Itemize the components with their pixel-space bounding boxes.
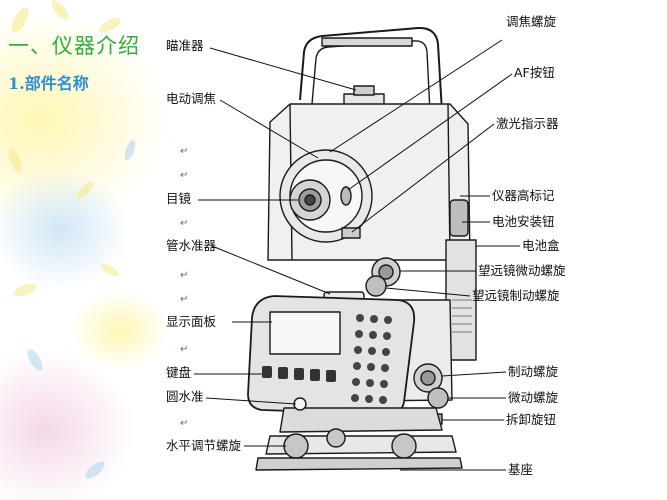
slide-subheading: 1.部件名称 (8, 74, 89, 93)
label-base: 基座 (508, 462, 534, 477)
paragraph-mark-icon: ↵ (180, 270, 189, 281)
label-battery-button: 电池安装钮 (492, 214, 555, 229)
label-telescope-clamp: 望远镜制动螺旋 (472, 288, 560, 303)
label-circular-level: 圆水准 (166, 389, 204, 404)
label-clamp-screw: 制动螺旋 (508, 364, 559, 379)
label-focus-motor: 电动调焦 (166, 91, 217, 106)
label-battery-box: 电池盒 (522, 238, 560, 253)
leveling-screw-right (391, 433, 417, 459)
label-level-screw: 水平调节螺旋 (166, 438, 242, 453)
label-telescope-fine: 望远镜微动螺旋 (478, 263, 566, 278)
label-sight: 瞄准器 (166, 38, 204, 53)
carry-handle (299, 26, 443, 113)
battery-button (449, 199, 469, 237)
paragraph-mark-icon: ↵ (180, 418, 189, 429)
slide-heading: 一、仪器介绍 (8, 34, 140, 58)
display-keyboard-panel (247, 295, 416, 415)
label-fine-screw: 微动螺旋 (508, 390, 559, 405)
label-focus-knob: 调焦螺旋 (506, 14, 557, 29)
af-button (340, 186, 352, 206)
leveling-screw-left (283, 433, 309, 459)
label-eyepiece: 目镜 (166, 191, 192, 206)
tribrach-base (279, 407, 443, 433)
paragraph-mark-icon: ↵ (180, 344, 189, 355)
fine-screw (427, 387, 449, 409)
label-laser-pointer: 激光指示器 (496, 116, 559, 131)
display-screen (269, 311, 341, 355)
label-keyboard: 键盘 (166, 365, 192, 380)
telescope-clamp-knob (365, 275, 387, 297)
label-tube-level: 管水准器 (166, 238, 217, 253)
label-height-mark: 仪器高标记 (492, 188, 555, 203)
paragraph-mark-icon: ↵ (180, 170, 189, 181)
label-release-knob: 拆卸旋钮 (506, 412, 557, 427)
label-af-button: AF按钮 (514, 65, 555, 80)
leveling-screw-front (326, 428, 346, 448)
keypad (351, 314, 392, 404)
paragraph-mark-icon: ↵ (180, 218, 189, 229)
label-display: 显示面板 (166, 314, 217, 329)
paragraph-mark-icon: ↵ (180, 146, 189, 157)
paragraph-mark-icon: ↵ (180, 294, 189, 305)
